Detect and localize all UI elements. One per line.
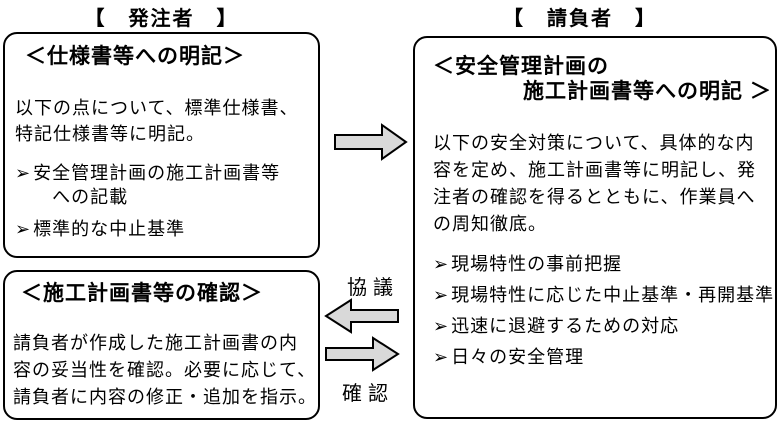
bullet-text: 現場特性に応じた中止基準・再開基準 — [451, 285, 775, 305]
confirm-box: ＜施工計画書等の確認＞ 請負者が作成した施工計画書の内 容の妥当性を確認。必要に… — [3, 270, 320, 420]
orderer-header: 【 発注者 】 — [84, 8, 239, 30]
arrow-right-icon — [325, 336, 400, 372]
arrowhead-bullet-icon: ➢ — [433, 347, 450, 367]
spec-box: ＜仕様書等への明記＞ 以下の点について、標準仕様書、 特記仕様書等に明記。 ➢ … — [3, 32, 320, 258]
contractor-box-paragraph: 以下の安全対策について、具体的な内 容を定め、施工計画書等に明記し、発 注者の確… — [433, 133, 756, 234]
bullet-item: ➢ 現場特性に応じた中止基準・再開基準 — [433, 283, 775, 307]
contractor-box-heading-line2: 施工計画書等への明記 ＞ — [523, 80, 772, 103]
arrowhead-bullet-icon: ➢ — [15, 219, 32, 239]
bullet-item: ➢ 安全管理計画の施工計画書等 への記載 — [15, 161, 318, 209]
bullet-text: 安全管理計画の施工計画書等 への記載 — [33, 163, 281, 207]
contractor-box-bullet-list: ➢ 現場特性の事前把握 ➢ 現場特性に応じた中止基準・再開基準 ➢ 迅速に退避す… — [433, 252, 775, 369]
bullet-text: 日々の安全管理 — [451, 347, 585, 367]
negotiation-label: 協議 — [347, 277, 399, 299]
arrowhead-bullet-icon: ➢ — [433, 285, 450, 305]
confirm-box-heading: ＜施工計画書等の確認＞ — [21, 282, 263, 305]
bullet-item: ➢ 現場特性の事前把握 — [433, 252, 775, 276]
contractor-box: ＜安全管理計画の 施工計画書等への明記 ＞ 以下の安全対策について、具体的な内 … — [413, 36, 777, 419]
bullet-text: 標準的な中止基準 — [33, 219, 186, 239]
bullet-item: ➢ 日々の安全管理 — [433, 345, 775, 369]
bullet-text: 現場特性の事前把握 — [451, 254, 623, 274]
arrow-right-icon — [334, 123, 408, 161]
spec-box-heading: ＜仕様書等への明記＞ — [25, 45, 245, 68]
arrow-left-icon — [324, 298, 399, 334]
contractor-box-heading-line1: ＜安全管理計画の — [433, 55, 609, 78]
arrowhead-bullet-icon: ➢ — [433, 316, 450, 336]
arrowhead-bullet-icon: ➢ — [433, 254, 450, 274]
bullet-text: 迅速に退避するための対応 — [451, 316, 680, 336]
arrowhead-bullet-icon: ➢ — [15, 163, 32, 183]
spec-box-paragraph: 以下の点について、標準仕様書、 特記仕様書等に明記。 — [15, 98, 299, 144]
bullet-item: ➢ 標準的な中止基準 — [15, 217, 318, 241]
spec-box-bullet-list: ➢ 安全管理計画の施工計画書等 への記載 ➢ 標準的な中止基準 — [15, 161, 318, 241]
bullet-item: ➢ 迅速に退避するための対応 — [433, 314, 775, 338]
contractor-header: 【 請負者 】 — [503, 8, 657, 30]
confirmation-label: 確認 — [342, 383, 394, 405]
confirm-box-paragraph: 請負者が作成した施工計画書の内 容の妥当性を確認。必要に応じて、 請負者に内容の… — [13, 333, 317, 407]
